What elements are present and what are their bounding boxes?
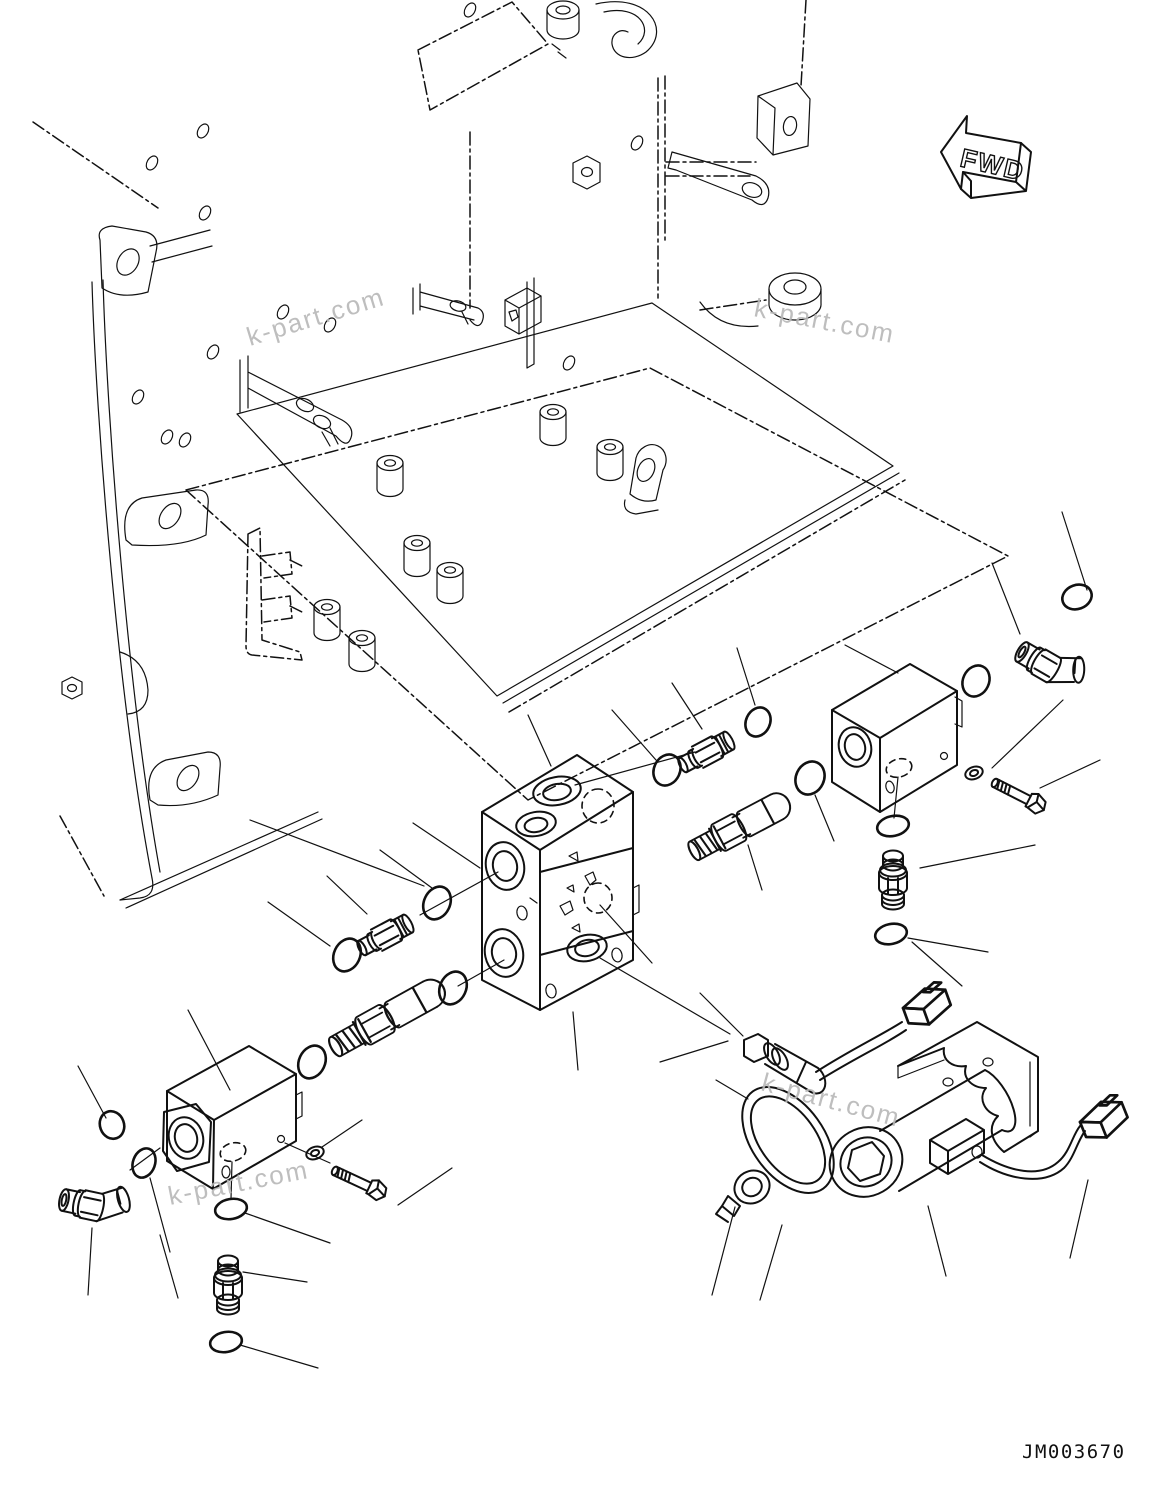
wire-clamp-loop [715,1086,835,1223]
mounting-deck-plate [61,0,900,909]
harness-connector-right [1073,1090,1134,1146]
watermark-top-left: k-part.com [243,281,388,351]
solenoid-valve-assembly [715,978,1134,1223]
watermark-top-right: k-part.com [752,292,898,349]
union-fitting-upper [652,706,772,787]
check-valve-block-left [162,1045,303,1190]
fwd-label: FWD [958,143,1028,187]
right-block-fittings [873,583,1097,946]
junction-box [929,1118,985,1175]
cartridge-valve-left [296,970,469,1080]
deck-hole-ovals [131,2,644,448]
watermark-bottom-left: k-part.com [165,1154,311,1211]
harness-connector-top [897,978,956,1033]
leader-lines [77,511,1101,1369]
main-manifold-block [481,754,640,1011]
union-fitting-left [331,885,453,973]
left-block-fittings [55,1109,391,1354]
harness-wires [815,1021,1086,1180]
check-valve-block-right [831,663,963,813]
watermarks: k-part.com k-part.com k-part.com k-part.… [165,281,904,1211]
drawing-code: JM003670 [1022,1441,1126,1463]
solenoid-mounting-bracket [897,1021,1039,1153]
watermark-bottom-right: k-part.com [758,1067,904,1133]
pilot-solenoid-valve [743,1033,827,1095]
cab-frame-phantom-outline [32,0,1009,897]
fwd-direction-arrow: FWD [940,115,1032,199]
cartridge-valve-right [682,760,826,867]
